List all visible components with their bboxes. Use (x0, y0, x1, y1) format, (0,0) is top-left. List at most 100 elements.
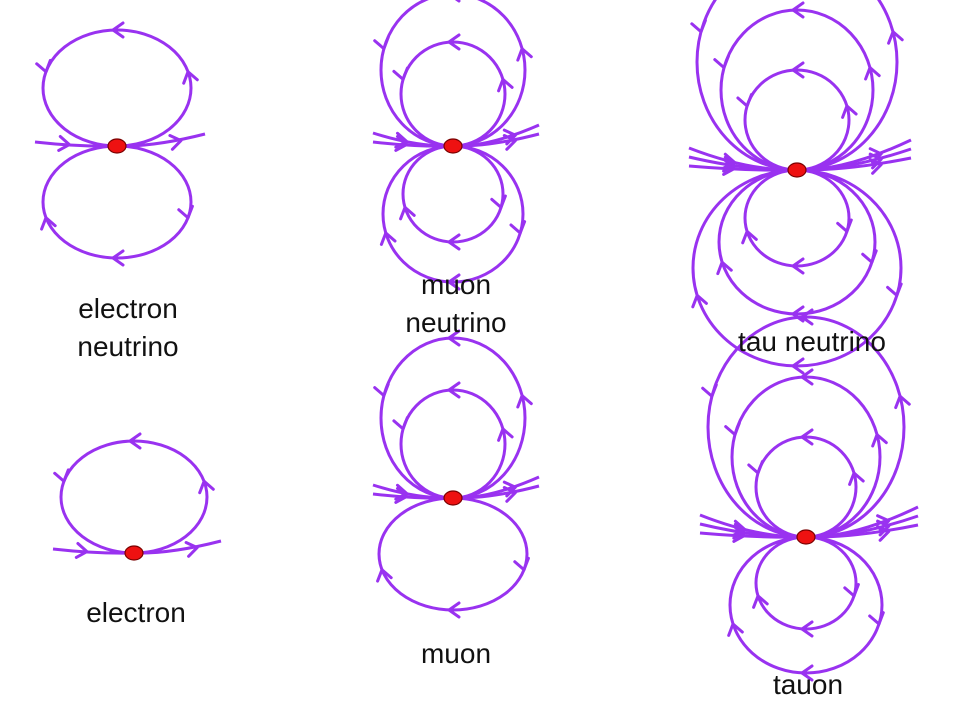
label-muon-neutrino: muon neutrino (326, 266, 586, 342)
tau-neutrino-lower-1-field-loop (743, 168, 851, 268)
field-pattern-tauon (699, 308, 919, 682)
tauon-lower-2-left-arrow-icon (727, 622, 744, 637)
tau-neutrino-lower-1-arrow-icon (791, 257, 805, 275)
label-tau-neutrino: tau neutrino (682, 323, 942, 361)
tauon-upper-1-left-arrow-icon (747, 460, 764, 475)
muon-upper-1-right-arrow-icon (497, 427, 514, 442)
tau-neutrino-upper-1-field-loop (743, 68, 851, 172)
field-pattern-electron (52, 432, 222, 561)
muon-upper-1-arrow-icon (447, 381, 461, 399)
electron-neutrino-lower-1-left-arrow-icon (40, 216, 57, 231)
label-electron-neutrino: electron neutrino (0, 290, 258, 366)
muon-particle-dot (443, 490, 463, 506)
tau-neutrino-lower-2-right-arrow-icon (861, 249, 878, 264)
tau-neutrino-upper-2-left-arrow-icon (713, 54, 730, 70)
muon-lower-1-right-arrow-icon (513, 556, 530, 572)
muon-neutrino-lower-1-arrow-icon (447, 233, 461, 251)
electron-upper-1-right-arrow-icon (198, 479, 215, 495)
tau-neutrino-upper-2-field-loop (719, 8, 875, 172)
muon-upper-2-right-arrow-icon (516, 394, 533, 409)
electron-neutrino-lower-1-right-arrow-icon (177, 204, 194, 220)
electron-neutrino-lower-1-arrow-icon (111, 249, 125, 267)
label-electron: electron (6, 594, 266, 632)
electron-neutrino-tail-in-arrow-icon (57, 135, 71, 152)
field-pattern-muon (372, 329, 540, 619)
muon-lower-1-field-loop (377, 496, 529, 612)
tau-neutrino-upper-3-right-arrow-icon (887, 30, 904, 45)
tau-neutrino-tail-out-arrow-icon (868, 147, 883, 164)
muon-upper-2-left-arrow-icon (373, 382, 390, 398)
tauon-particle-dot (796, 529, 816, 545)
muon-tail-out-arrow-icon (502, 480, 517, 498)
muon-neutrino-upper-2-right-arrow-icon (516, 47, 533, 62)
label-muon-neutrino-line-1: muon (420, 269, 492, 300)
electron-upper-1-left-arrow-icon (53, 468, 70, 483)
muon-neutrino-particle-dot (443, 138, 463, 154)
tauon-upper-1-right-arrow-icon (848, 471, 865, 486)
muon-tail-in-arrow-icon (394, 483, 409, 501)
electron-neutrino-upper-1-left-arrow-icon (35, 58, 52, 74)
tau-neutrino-tail-in-arrow-icon (722, 159, 736, 176)
tau-neutrino-upper-1-left-arrow-icon (736, 93, 753, 108)
electron-neutrino-upper-1-field-loop (41, 28, 193, 148)
field-pattern-muon-neutrino (372, 0, 540, 291)
label-electron-neutrino-line-1: electron (78, 293, 178, 324)
muon-neutrino-upper-1-left-arrow-icon (392, 66, 409, 81)
muon-neutrino-upper-1-right-arrow-icon (497, 77, 514, 93)
electron-tail-out-arrow-icon (184, 541, 199, 558)
tauon-upper-1-field-loop (754, 435, 858, 539)
tauon-tail-in-arrow-icon (732, 519, 746, 537)
muon-neutrino-tail-in-arrow-icon (394, 131, 409, 149)
tauon-lower-2-right-arrow-icon (868, 611, 885, 626)
muon-neutrino-lower-1-field-loop (401, 144, 505, 244)
tau-neutrino-upper-3-field-loop (695, 0, 899, 172)
tau-neutrino-upper-1-arrow-icon (791, 61, 805, 79)
tauon-upper-2-left-arrow-icon (724, 421, 741, 437)
electron-neutrino-tail-out-arrow-icon (168, 134, 183, 151)
tau-neutrino-lower-3-left-arrow-icon (691, 293, 708, 309)
tauon-upper-2-right-arrow-icon (871, 433, 888, 448)
tau-neutrino-lower-1-right-arrow-icon (836, 218, 853, 233)
label-electron-line-1: electron (86, 597, 186, 628)
tau-neutrino-upper-2-arrow-icon (791, 1, 805, 19)
tau-neutrino-lower-1-left-arrow-icon (741, 229, 758, 245)
tau-neutrino-lower-3-arrow-icon (791, 357, 805, 375)
label-muon-neutrino-line-2: neutrino (405, 307, 507, 338)
tau-neutrino-lower-2-left-arrow-icon (716, 260, 733, 276)
label-electron-neutrino-line-2: neutrino (77, 331, 179, 362)
tauon-tail-in-arrow-icon (732, 526, 746, 543)
tauon-lower-1-left-arrow-icon (752, 594, 769, 609)
muon-neutrino-upper-2-arrow-icon (454, 0, 461, 3)
tau-neutrino-upper-1-right-arrow-icon (841, 104, 858, 119)
tauon-lower-1-field-loop (754, 535, 858, 631)
muon-upper-1-left-arrow-icon (392, 416, 409, 431)
muon-neutrino-upper-1-arrow-icon (447, 33, 461, 51)
label-tauon-line-1: tauon (772, 669, 844, 700)
electron-neutrino-particle-dot (107, 138, 127, 154)
tauon-upper-1-arrow-icon (800, 428, 814, 446)
field-pattern-electron-neutrino (34, 21, 206, 267)
muon-neutrino-upper-2-field-loop (379, 0, 527, 148)
tauon-tail-out-arrow-icon (876, 514, 891, 531)
tauon-upper-3-arrow-icon (800, 308, 814, 326)
tau-neutrino-upper-2-right-arrow-icon (864, 66, 881, 81)
field-pattern-tau-neutrino (688, 0, 912, 375)
tauon-lower-2-arrow-icon (800, 664, 814, 682)
tauon-upper-2-field-loop (730, 375, 882, 539)
label-tauon: tauon (678, 666, 938, 704)
electron-neutrino-upper-1-right-arrow-icon (182, 70, 199, 85)
label-muon-line-1: muon (420, 638, 492, 669)
muon-neutrino-lower-1-left-arrow-icon (399, 205, 416, 221)
tau-neutrino-tail-in-arrow-icon (722, 152, 736, 170)
tau-neutrino-particle-dot (787, 162, 807, 178)
electron-upper-1-field-loop (59, 439, 209, 555)
muon-neutrino-lower-2-arrow-icon (447, 273, 461, 291)
muon-neutrino-upper-1-field-loop (399, 40, 507, 148)
tau-neutrino-upper-3-left-arrow-icon (690, 18, 707, 34)
electron-upper-1-arrow-icon (128, 432, 142, 450)
muon-lower-1-arrow-icon (447, 601, 461, 619)
muon-neutrino-lower-1-right-arrow-icon (490, 194, 507, 209)
electron-neutrino-upper-1-arrow-icon (111, 21, 125, 39)
muon-neutrino-tail-out-arrow-icon (502, 128, 517, 146)
